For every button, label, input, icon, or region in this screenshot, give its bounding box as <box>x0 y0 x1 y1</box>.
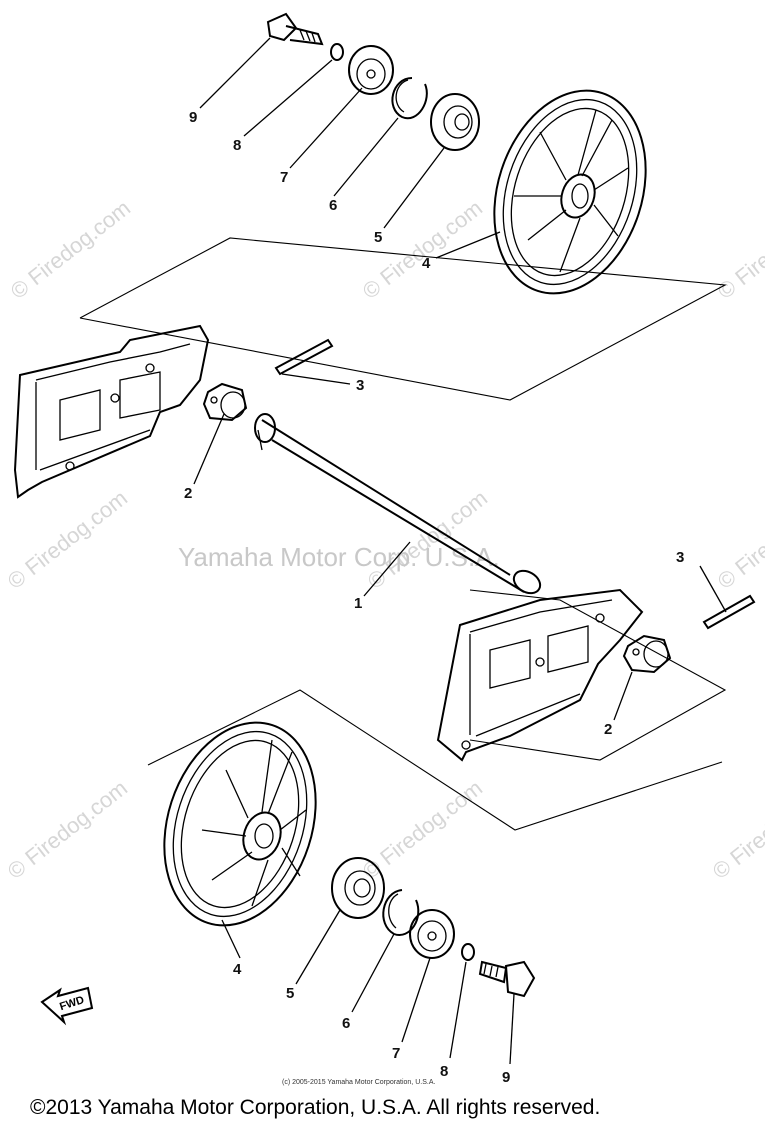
callout-8: 8 <box>233 137 241 154</box>
fwd-arrow-icon: FWD <box>40 986 94 1026</box>
watermark: © Firedog.com <box>363 485 492 594</box>
callout-4: 4 <box>422 255 431 272</box>
cap-7-upper <box>348 45 394 95</box>
lower-wheel-outline <box>147 689 723 831</box>
callout-2: 2 <box>604 721 612 738</box>
fine-print: (c) 2005-2015 Yamaha Motor Corporation, … <box>282 1079 435 1086</box>
callout-7: 7 <box>280 169 288 186</box>
watermark: © Firedog.com <box>713 485 765 594</box>
lower-guide-outline <box>469 589 727 761</box>
watermark: © Firedog.com <box>3 485 132 594</box>
wheel-4-lower <box>163 721 317 927</box>
copyright-notice: ©2013 Yamaha Motor Corporation, U.S.A. A… <box>30 1096 600 1119</box>
bearing-5-lower <box>331 857 385 919</box>
watermark: © Firedog.com <box>708 775 765 884</box>
lower-assembly: FWD <box>40 689 723 1026</box>
callout-5: 5 <box>374 229 382 246</box>
callout-1: 1 <box>354 595 362 612</box>
bearing-5-upper <box>430 93 480 151</box>
callout-2: 2 <box>184 485 192 502</box>
callout-5: 5 <box>286 985 294 1002</box>
upper-assembly <box>13 12 727 499</box>
callout-3: 3 <box>676 549 684 566</box>
leader-lines <box>193 37 727 1065</box>
snap-ring-6-lower <box>382 889 420 936</box>
right-assembly <box>436 588 756 762</box>
cap-7-lower <box>409 909 455 959</box>
center-watermark: Yamaha Motor Corp. U.S.A. <box>178 542 500 572</box>
callout-4: 4 <box>233 961 242 978</box>
axle-1 <box>254 413 542 595</box>
callout-9: 9 <box>189 109 197 126</box>
watermark: © Firedog.com <box>358 195 487 304</box>
callout-3: 3 <box>356 377 364 394</box>
wheel-4-upper <box>493 89 647 295</box>
callout-9: 9 <box>502 1069 510 1086</box>
side-rail-right <box>436 588 644 762</box>
washer-8-lower <box>461 943 475 961</box>
snap-ring-6-upper <box>391 77 428 120</box>
callout-6: 6 <box>329 197 337 214</box>
bracket-2-right <box>622 634 672 674</box>
callout-7: 7 <box>392 1045 400 1062</box>
bracket-2-left <box>202 382 248 422</box>
callout-8: 8 <box>440 1063 448 1080</box>
bolt-9-upper <box>266 12 324 46</box>
pin-3-right <box>702 594 756 630</box>
watermark: © Firedog.com <box>6 195 135 304</box>
washer-8-upper <box>330 43 344 61</box>
pin-3-upper <box>274 338 334 376</box>
watermark: © Firedog.com <box>3 775 132 884</box>
callout-6: 6 <box>342 1015 350 1032</box>
callouts: 9 8 7 6 5 4 3 2 1 3 2 4 5 6 7 8 9 <box>184 109 684 1086</box>
side-rail-left <box>13 324 210 499</box>
bolt-9-lower <box>478 960 536 998</box>
upper-guide-outline <box>79 237 727 401</box>
